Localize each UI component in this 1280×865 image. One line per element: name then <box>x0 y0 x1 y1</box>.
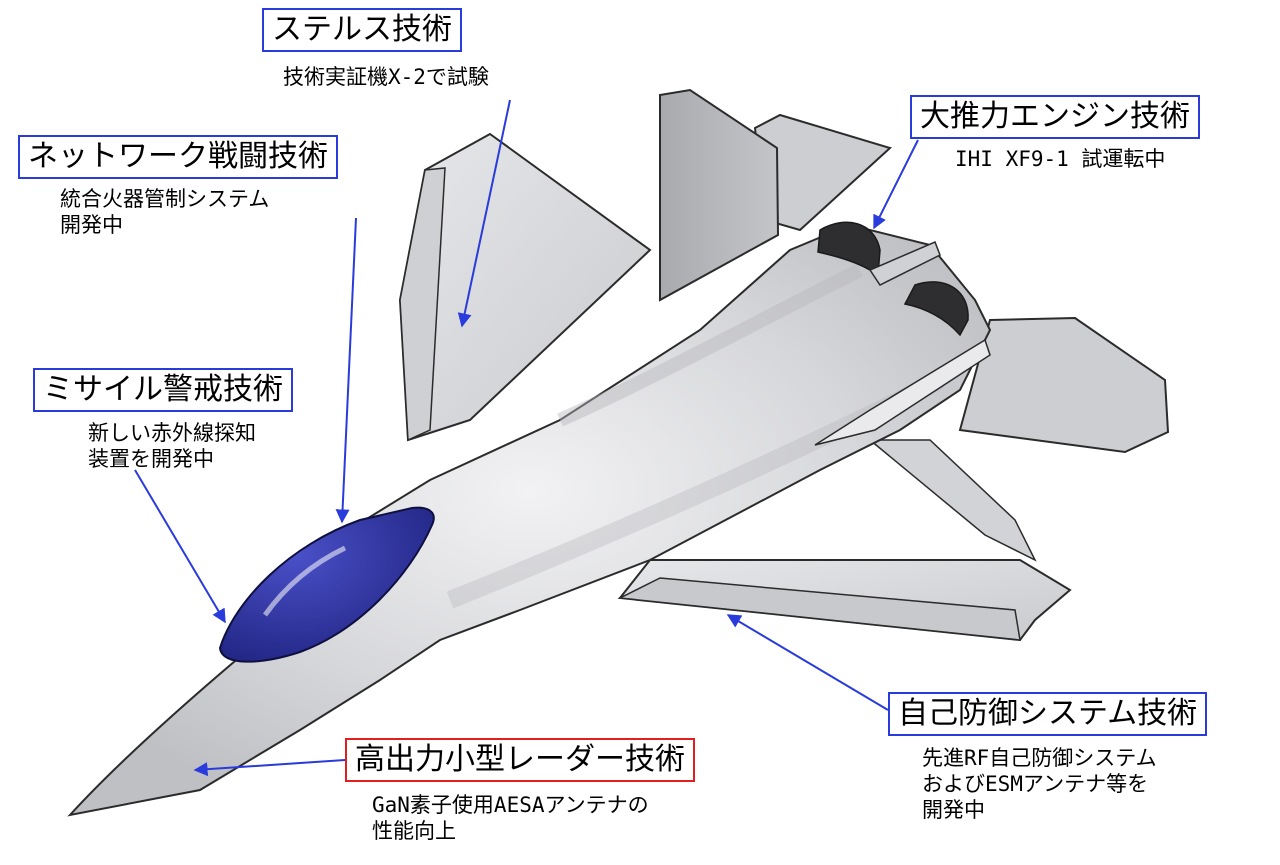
engine-title: 大推力エンジン技術 <box>920 99 1190 134</box>
network-arrow <box>335 217 357 524</box>
selfdefense-arrow <box>726 614 889 711</box>
network-line-2: 開発中 <box>60 213 123 237</box>
engine-title-box: 大推力エンジン技術 <box>910 95 1200 139</box>
selfdefense-title: 自己防御システム技術 <box>898 696 1198 731</box>
radar-line-1: GaN素子使用AESAアンテナの <box>372 793 649 817</box>
engine-arrow <box>873 139 919 230</box>
missile-title: ミサイル警戒技術 <box>43 372 283 407</box>
stealth-line-1: 技術実証機X-2で試験 <box>283 65 489 89</box>
left-wing-flap <box>399 167 446 442</box>
engine-description: IHI XF9-1 試運転中 <box>955 146 1165 172</box>
selfdefense-title-box: 自己防御システム技術 <box>888 692 1208 736</box>
stealth-title: ステルス技術 <box>272 12 452 47</box>
canopy <box>218 506 435 663</box>
vertical-tail <box>659 88 780 302</box>
engine-line-1: IHI XF9-1 試運転中 <box>955 147 1166 171</box>
radar-description: GaN素子使用AESAアンテナの 性能向上 <box>372 792 649 844</box>
selfdefense-line-2: およびESMアンテナ等を <box>922 772 1149 796</box>
network-line-1: 統合火器管制システム <box>60 187 270 211</box>
selfdefense-line-3: 開発中 <box>922 798 985 822</box>
radar-title-box: 高出力小型レーダー技術 <box>345 738 695 782</box>
right-engine-nozzle <box>903 281 969 337</box>
radar-arrow <box>193 759 346 777</box>
missile-title-box: ミサイル警戒技術 <box>33 368 293 412</box>
missile-description: 新しい赤外線探知 装置を開発中 <box>88 420 256 472</box>
stealth-description: 技術実証機X-2で試験 <box>283 64 489 90</box>
radar-line-2: 性能向上 <box>372 819 456 843</box>
missile-arrow <box>134 469 226 624</box>
missile-line-1: 新しい赤外線探知 <box>88 421 256 445</box>
right-stabilizer <box>958 316 1170 454</box>
stealth-title-box: ステルス技術 <box>262 8 462 52</box>
selfdefense-description: 先進RF自己防御システム およびESMアンテナ等を 開発中 <box>922 745 1157 823</box>
selfdefense-line-1: 先進RF自己防御システム <box>922 746 1157 770</box>
network-description: 統合火器管制システム 開発中 <box>60 186 269 238</box>
missile-line-2: 装置を開発中 <box>88 447 214 471</box>
radar-title: 高出力小型レーダー技術 <box>355 742 685 777</box>
right-wing-flap <box>617 577 1021 641</box>
left-engine-nozzle <box>817 221 881 277</box>
stealth-arrow <box>457 99 511 328</box>
network-title-box: ネットワーク戦闘技術 <box>18 135 338 179</box>
network-title: ネットワーク戦闘技術 <box>28 139 328 174</box>
